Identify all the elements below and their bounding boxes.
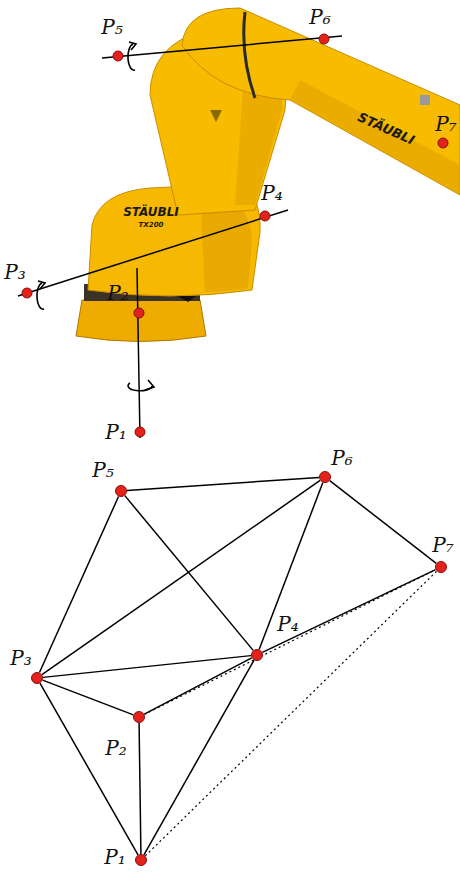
model-name: TX200 [139, 222, 164, 229]
connector-line [40, 683, 138, 855]
point-label: P₃ [10, 648, 31, 668]
point-label: P₅ [92, 460, 113, 480]
connector-line [330, 481, 437, 564]
point-label: P₄ [277, 614, 298, 634]
connector-line [259, 483, 323, 650]
point-label: P₂ [105, 738, 126, 758]
robot-illustration [0, 0, 460, 440]
point-label: P₆ [309, 7, 330, 27]
connector-line [127, 477, 319, 490]
dotted-connector [144, 570, 435, 715]
connector-line [125, 496, 253, 651]
point-label: P₆ [331, 448, 352, 468]
point-node: P₂ [133, 711, 145, 723]
point-label: P₁ [105, 422, 126, 442]
point-label: P₂ [107, 283, 128, 303]
point-node: P₇ [435, 561, 447, 573]
connector-line [144, 660, 254, 855]
connector-line [43, 680, 134, 715]
point-label: P₇ [432, 535, 453, 555]
point-label: P₁ [104, 847, 125, 867]
point-node: P₃ [31, 672, 43, 684]
connector-line [139, 723, 141, 854]
brand-logo: STÄUBLI [123, 206, 179, 218]
dotted-connector [145, 571, 436, 856]
point-label: P₄ [261, 183, 282, 203]
point-label: P₅ [101, 17, 122, 37]
point-label: P₇ [435, 114, 456, 134]
point-node: P₆ [319, 471, 331, 483]
point-node: P₄ [251, 649, 263, 661]
connector-line [144, 658, 251, 714]
point-node: P₅ [115, 485, 127, 497]
point-label: P₃ [4, 262, 25, 282]
point-node: P₁ [135, 854, 147, 866]
connector-line [39, 496, 118, 672]
